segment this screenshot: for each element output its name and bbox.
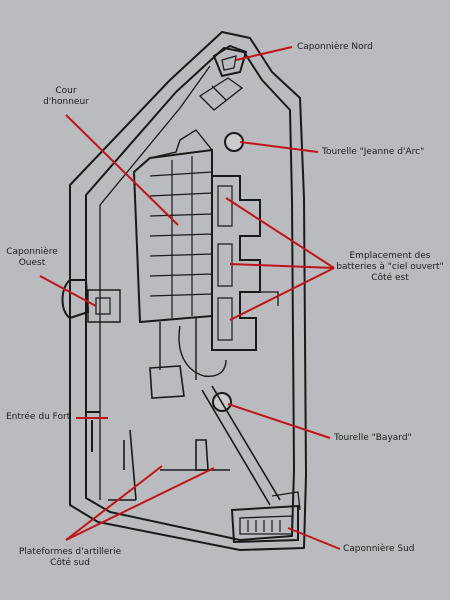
label-tourelle-jeanne-d-arc: Tourelle "Jeanne d'Arc" (322, 147, 425, 157)
pointer-lines (39, 46, 341, 550)
central-barracks (132, 129, 227, 380)
label-caponniere-ouest: Caponnière Ouest (6, 247, 58, 268)
pointer-caponniere-nord (235, 46, 293, 61)
pointer-tourelle-bayard (227, 403, 331, 439)
fort-entrance (86, 411, 100, 452)
label-caponniere-nord: Caponnière Nord (297, 42, 373, 52)
label-plateformes-sud: Plateformes d'artillerie Côté sud (18, 547, 122, 568)
rampart-line (99, 65, 211, 500)
pointer-batteries-3 (229, 267, 335, 321)
south-caponniere (230, 491, 301, 544)
south-platforms (108, 365, 281, 506)
pointer-plateformes-2 (65, 467, 215, 541)
north-caponniere (198, 44, 248, 111)
outer-wall (69, 31, 307, 551)
label-caponniere-sud: Caponnière Sud (343, 544, 415, 554)
pointer-caponniere-sud (287, 527, 341, 550)
inner-wall (85, 47, 295, 541)
east-batteries (211, 175, 279, 351)
label-cour-honneur: Cour d'honneur (43, 86, 89, 107)
pointer-plateformes-1 (65, 465, 163, 541)
pointer-caponniere-ouest (39, 275, 97, 307)
west-caponniere (61, 279, 121, 323)
label-entree-du-fort: Entrée du Fort (6, 412, 71, 422)
pointer-batteries-1 (225, 197, 335, 269)
label-batteries-est: Emplacement des batteries à "ciel ouvert… (336, 251, 444, 283)
pointer-batteries-2 (229, 263, 335, 269)
pointer-cour-honneur (65, 114, 179, 226)
label-tourelle-bayard: Tourelle "Bayard" (334, 433, 412, 443)
pointer-tourelle-jeanne (239, 141, 319, 153)
